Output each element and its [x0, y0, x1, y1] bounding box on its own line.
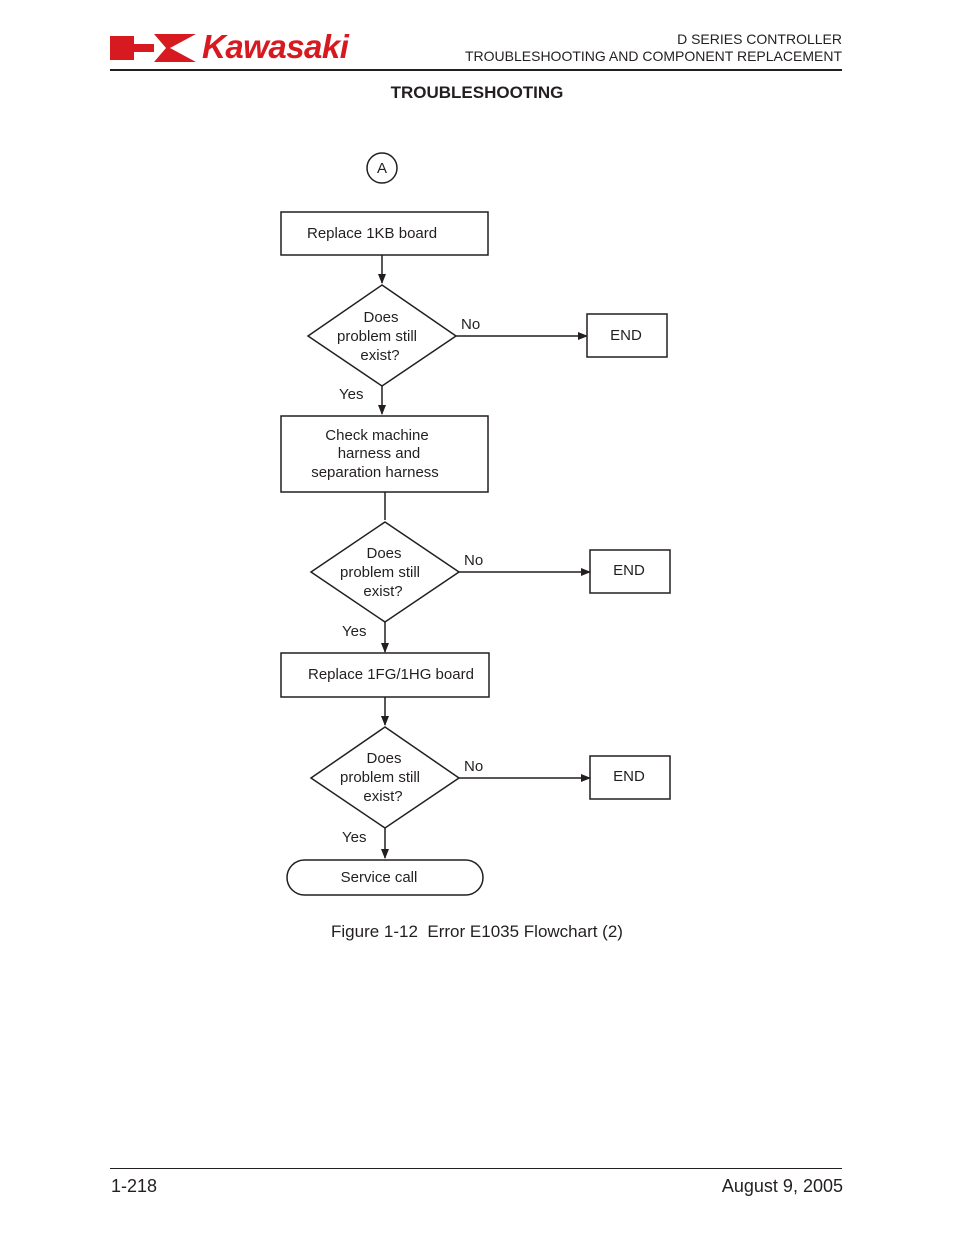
section-title: TROUBLESHOOTING — [390, 83, 564, 102]
header-rule — [110, 69, 842, 71]
step2-line1: Check machine — [325, 427, 428, 444]
decision3-no-label: No — [464, 758, 483, 775]
figure-caption: Figure 1-12 Error E1035 Flowchart (2) — [331, 922, 623, 941]
footer-rule — [110, 1168, 842, 1169]
decision1-line3: exist? — [360, 347, 399, 364]
end-box-1 — [586, 313, 668, 358]
decision2-line2: problem still — [340, 564, 420, 581]
decision3-yes-label: Yes — [342, 829, 366, 846]
decision1-no-label: No — [461, 316, 480, 333]
end3-label: END — [613, 768, 645, 785]
end2-label: END — [613, 562, 645, 579]
header-line-1: D SERIES CONTROLLER — [677, 31, 842, 47]
step2-line2: harness and — [338, 445, 421, 462]
terminal-label: Service call — [341, 869, 418, 886]
kawasaki-river-mark-icon — [110, 34, 196, 62]
kawasaki-logo: Kawasaki — [110, 28, 390, 66]
end1-label: END — [610, 327, 642, 344]
step-replace-1kb-box — [280, 211, 489, 256]
connector-a-label: A — [377, 160, 387, 177]
end-box-2 — [589, 549, 671, 594]
end-box-3 — [589, 755, 671, 800]
step3-label: Replace 1FG/1HG board — [308, 666, 474, 683]
decision2-yes-label: Yes — [342, 623, 366, 640]
decision3-line2: problem still — [340, 769, 420, 786]
connector-a — [366, 152, 398, 184]
header-line-2: TROUBLESHOOTING AND COMPONENT REPLACEMEN… — [464, 48, 842, 64]
page-number: 1-218 — [111, 1176, 158, 1196]
decision1-line1: Does — [363, 309, 398, 326]
step2-line3: separation harness — [311, 464, 439, 481]
brand-wordmark: Kawasaki — [202, 28, 349, 65]
decision1-line2: problem still — [337, 328, 417, 345]
decision3-line3: exist? — [363, 788, 402, 805]
decision2-line1: Does — [366, 545, 401, 562]
decision1-yes-label: Yes — [339, 386, 363, 403]
decision3-line1: Does — [366, 750, 401, 767]
step1-label: Replace 1KB board — [307, 225, 437, 242]
decision2-line3: exist? — [363, 583, 402, 600]
terminal-service-call — [286, 859, 484, 896]
footer-date: August 9, 2005 — [721, 1176, 843, 1196]
decision2-no-label: No — [464, 552, 483, 569]
